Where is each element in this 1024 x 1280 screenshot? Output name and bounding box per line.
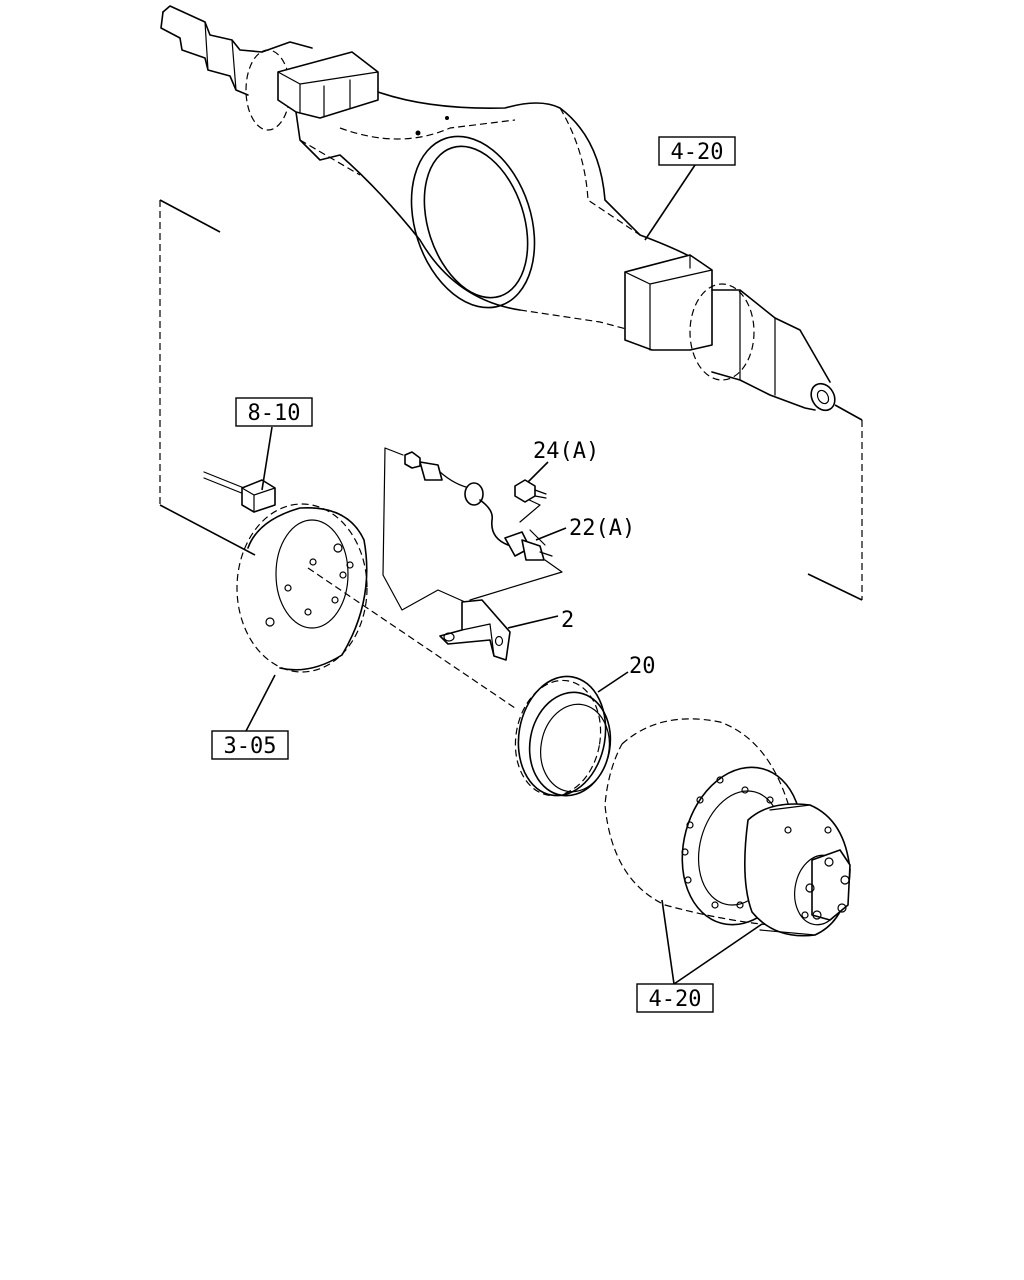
bolt-24-label: 24(A) [533,439,599,464]
callout-hub-drum-ref: 4-20 [636,983,714,1013]
sensor-bolt [514,461,549,503]
callout-harness-ref: 8-10 [235,397,313,427]
callout-backing-plate-ref: 3-05 [211,730,289,760]
hub-drum-ref-label: 4-20 [649,987,702,1012]
wheel-speed-sensor [404,451,567,561]
tone-ring-20-label: 20 [629,654,656,679]
harness-connector [203,426,276,513]
backing-plate-ref-label: 3-05 [224,734,277,759]
tone-ring [514,671,629,797]
sensor-22-label: 22(A) [569,516,635,541]
backing-plate [236,503,368,734]
sensor-bracket [439,599,511,661]
bracket-2-label: 2 [561,608,574,633]
harness-ref-label: 8-10 [248,401,301,426]
axle-housing [160,5,836,412]
explode-lines [159,199,863,709]
axle-ref-label: 4-20 [671,140,724,165]
callout-axle-ref: 4-20 [658,136,736,166]
hub-and-drum [604,718,851,985]
